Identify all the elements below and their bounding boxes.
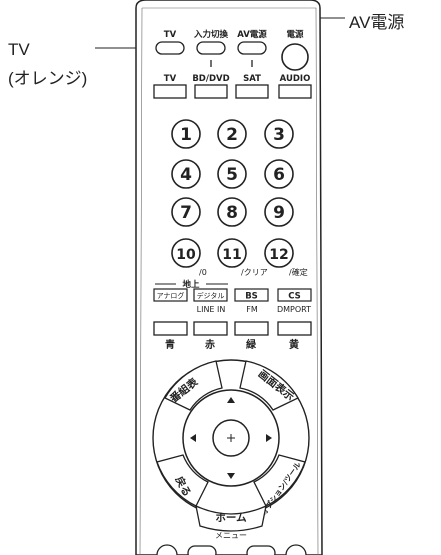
number-button-5[interactable]: [217, 159, 247, 189]
input-switch-button[interactable]: [196, 41, 226, 55]
band-sub-fm: FM: [246, 305, 258, 314]
number-label-10: 10: [176, 247, 196, 263]
band-sub-dmport: DMPORT: [277, 305, 311, 314]
number-button-11[interactable]: [217, 238, 247, 268]
prev-button[interactable]: [156, 544, 178, 555]
number-label-5: 5: [226, 165, 238, 185]
arrow-left-icon: [190, 434, 196, 442]
band-button-bs[interactable]: [234, 288, 269, 302]
tv-button[interactable]: [155, 41, 185, 55]
program-guide-button[interactable]: [164, 360, 223, 411]
mode-label-audio: AUDIO: [280, 74, 311, 84]
color-label-yellow: 黄: [289, 338, 299, 351]
top-label-tv: TV: [164, 30, 177, 40]
color-label-red: 赤: [205, 338, 215, 351]
number-button-9[interactable]: [264, 197, 294, 227]
top-label-input: 入力切換: [193, 29, 229, 40]
menu-label: メニュー: [215, 531, 247, 540]
arrow-down-icon: [227, 473, 235, 479]
number-pad: 1 2 3 4 5 6 7 8 9 10 11 12: [171, 119, 294, 268]
home-button[interactable]: [195, 504, 267, 532]
band-label-cs: CS: [288, 292, 301, 302]
number-sub-10: /0: [199, 268, 207, 277]
number-button-7[interactable]: [171, 197, 201, 227]
number-label-6: 6: [273, 165, 285, 185]
color-button-blue[interactable]: [153, 321, 188, 336]
av-power-button[interactable]: [237, 41, 267, 55]
color-button-yellow[interactable]: [277, 321, 312, 336]
number-label-1: 1: [180, 125, 192, 145]
number-label-9: 9: [273, 203, 285, 223]
mode-label-sat: SAT: [243, 74, 261, 84]
chijou-label: 地上: [182, 279, 200, 290]
color-button-red[interactable]: [193, 321, 228, 336]
arrow-right-icon: [266, 434, 272, 442]
number-label-12: 12: [269, 247, 288, 263]
number-button-4[interactable]: [171, 159, 201, 189]
mode-label-tv: TV: [164, 74, 177, 84]
number-button-1[interactable]: [171, 119, 201, 149]
mode-button-bd-dvd[interactable]: [194, 84, 228, 99]
mode-button-audio[interactable]: [278, 84, 312, 99]
number-sub-11: /クリア: [241, 268, 268, 277]
forward-button[interactable]: [246, 545, 276, 555]
color-label-green: 緑: [246, 338, 257, 351]
number-label-2: 2: [226, 125, 238, 145]
band-button-digital[interactable]: [193, 288, 228, 302]
number-button-3[interactable]: [264, 119, 294, 149]
mode-button-tv[interactable]: [153, 84, 187, 99]
number-button-8[interactable]: [217, 197, 247, 227]
enter-icon: [227, 434, 235, 442]
band-label-analog: アナログ: [157, 291, 185, 300]
display-button[interactable]: [239, 360, 299, 411]
number-button-10[interactable]: [171, 238, 201, 268]
number-label-8: 8: [226, 203, 238, 223]
top-label-av-power: AV電源: [237, 29, 267, 40]
mode-label-bd-dvd: BD/DVD: [192, 74, 229, 84]
number-button-2[interactable]: [217, 119, 247, 149]
mode-button-sat[interactable]: [235, 84, 269, 99]
number-sub-12: /確定: [289, 267, 308, 277]
tv-callout-sublabel: (オレンジ): [8, 69, 88, 88]
rewind-button[interactable]: [187, 545, 217, 555]
number-button-6[interactable]: [264, 159, 294, 189]
band-label-bs: BS: [245, 292, 258, 302]
band-button-cs[interactable]: [277, 288, 312, 302]
av-power-callout-label: AV電源: [349, 13, 405, 32]
tv-callout-label: TV: [8, 40, 30, 59]
number-button-12[interactable]: [264, 238, 294, 268]
color-label-blue: 青: [165, 338, 175, 351]
color-button-green[interactable]: [234, 321, 269, 336]
band-sub-line-in: LINE IN: [197, 305, 226, 314]
number-label-7: 7: [180, 203, 192, 223]
top-label-power: 電源: [286, 29, 304, 40]
home-label: ホーム: [215, 512, 247, 524]
power-button[interactable]: [281, 43, 309, 71]
number-label-3: 3: [273, 125, 285, 145]
band-label-digital: デジタル: [197, 291, 225, 300]
remote-bevel: [139, 7, 319, 555]
next-button[interactable]: [285, 544, 307, 555]
band-button-analog[interactable]: [153, 288, 188, 302]
number-label-11: 11: [222, 247, 241, 263]
number-label-4: 4: [180, 165, 192, 185]
arrow-up-icon: [227, 397, 235, 403]
